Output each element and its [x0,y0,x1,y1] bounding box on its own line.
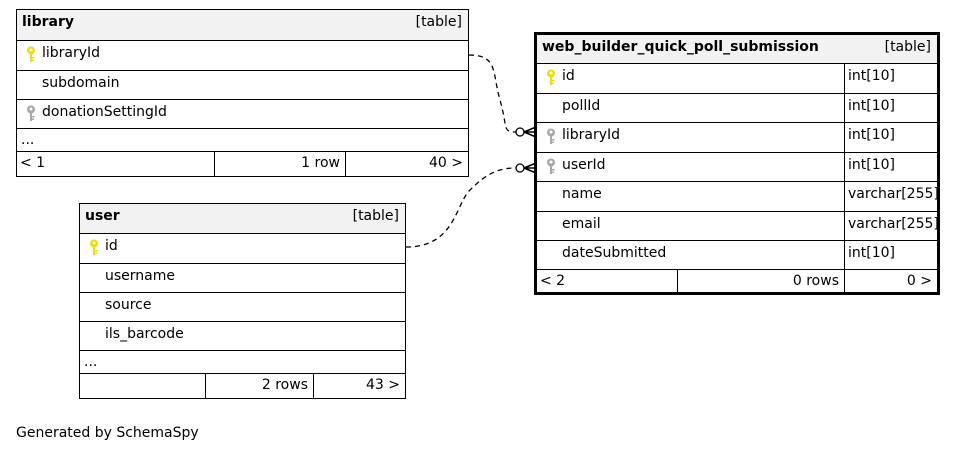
web-builder-quick-poll-submission-table[interactable]: web_builder_quick_poll_submission [table… [534,32,940,295]
children-link[interactable]: 43 > [366,377,400,393]
column-row[interactable]: subdomain [17,71,468,100]
column-divider [844,94,845,122]
foreign-key-icon [25,105,37,122]
row-count: 0 rows [678,270,845,292]
table-footer: < 1 1 row 40 > [17,152,468,176]
column-divider [844,241,845,269]
column-name[interactable]: username [105,268,175,284]
column-name[interactable]: libraryId [42,45,101,61]
column-row[interactable]: name varchar[255] [537,182,939,212]
column-row[interactable]: libraryId int[10] [537,123,937,153]
column-name[interactable]: id [105,238,118,254]
column-name[interactable]: pollId [562,98,601,114]
generated-by-credit: Generated by SchemaSpy [16,425,199,441]
children-link[interactable]: 40 > [429,155,463,171]
primary-key-icon [25,46,37,63]
column-type: int[10] [848,157,895,173]
user-relationship-optional-marker [515,163,525,173]
column-name[interactable]: libraryId [562,127,621,143]
column-name[interactable]: source [105,297,152,313]
column-row[interactable]: libraryId [17,41,468,71]
table-footer: 2 rows 43 > [80,374,405,398]
table-name[interactable]: web_builder_quick_poll_submission [542,39,819,55]
library-relationship-line [468,54,517,133]
children-link[interactable]: 0 > [906,273,932,289]
column-name[interactable]: email [562,216,601,232]
table-name[interactable]: user [85,208,120,224]
column-row[interactable]: pollId int[10] [537,94,937,123]
column-name[interactable]: donationSettingId [42,104,167,120]
column-type: int[10] [848,245,895,261]
parents-link[interactable]: < 2 [537,270,678,292]
column-row[interactable]: email varchar[255] [537,212,939,241]
column-row[interactable]: userId int[10] [537,153,937,182]
column-row[interactable]: username [80,264,405,293]
column-row[interactable]: dateSubmitted int[10] [537,241,937,270]
foreign-key-icon [545,158,557,175]
column-row[interactable]: source [80,293,405,322]
table-name[interactable]: library [22,14,75,30]
column-divider [844,123,845,152]
column-type: int[10] [848,68,895,84]
table-header[interactable]: library [table] [17,10,468,41]
column-type: int[10] [848,127,895,143]
table-footer: < 2 0 rows 0 > [537,270,937,292]
primary-key-icon [545,69,557,86]
table-header[interactable]: user [table] [80,204,405,234]
column-name[interactable]: userId [562,157,606,173]
column-name[interactable]: name [562,186,602,202]
parents-link[interactable]: < 1 [17,152,215,176]
table-type: [table] [884,39,931,55]
column-divider [844,64,845,93]
column-name[interactable]: dateSubmitted [562,245,667,261]
row-count: 1 row [215,152,346,176]
table-header[interactable]: web_builder_quick_poll_submission [table… [537,35,937,64]
more-columns-row: ... [80,351,405,374]
table-type: [table] [352,208,399,224]
library-relationship-optional-marker [515,127,525,137]
column-row[interactable]: id [80,234,405,264]
column-name[interactable]: subdomain [42,75,120,91]
column-name[interactable]: ils_barcode [105,326,184,342]
column-row[interactable]: id int[10] [537,64,937,94]
more-columns-ellipsis: ... [84,354,98,370]
row-count: 2 rows [206,374,314,398]
library-table[interactable]: library [table] libraryId subdomain dona… [16,9,469,177]
column-divider [844,212,845,240]
column-row[interactable]: ils_barcode [80,322,405,351]
user-relationship-line [405,167,517,248]
primary-key-icon [88,239,100,256]
parents-link[interactable] [80,374,206,398]
column-divider [844,153,845,181]
column-name[interactable]: id [562,68,575,84]
column-type: varchar[255] [848,186,939,202]
foreign-key-icon [545,128,557,145]
column-row[interactable]: donationSettingId [17,100,468,129]
table-type: [table] [415,14,462,30]
column-type: varchar[255] [848,216,939,232]
column-type: int[10] [848,98,895,114]
column-divider [844,182,845,211]
user-table[interactable]: user [table] id username source ils_barc… [79,203,406,399]
more-columns-ellipsis: ... [21,132,35,148]
more-columns-row: ... [17,129,468,152]
